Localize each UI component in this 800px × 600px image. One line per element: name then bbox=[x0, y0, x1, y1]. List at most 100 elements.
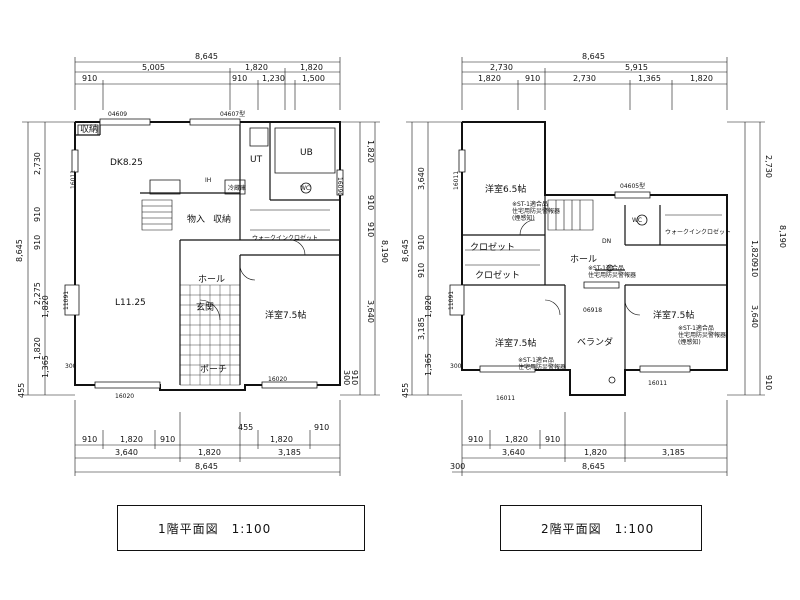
floor1-stairs bbox=[142, 200, 172, 230]
floor2-top-dim-labels: 8,645 2,730 5,915 1,820 910 2,730 1,365 … bbox=[478, 52, 713, 83]
floor1-top-dim: 1,820 bbox=[300, 63, 323, 72]
floor1-top-dim-labels: 8,645 5,005 1,820 1,820 910 910 1,230 1,… bbox=[82, 52, 325, 83]
floor2-room-label: WC bbox=[632, 217, 642, 224]
floor2-top-overall: 8,645 bbox=[582, 52, 605, 61]
floor2-mark: 300 bbox=[450, 462, 465, 471]
floor1-top-dim: 910 bbox=[232, 74, 247, 83]
floor2-left-dim: 3,640 bbox=[417, 167, 426, 190]
floor1-bottom-dim: 3,185 bbox=[278, 448, 301, 457]
floor2-right-dimensions bbox=[727, 122, 765, 395]
floor2-right-dim: 910 bbox=[750, 262, 759, 277]
floor1-left-dim: 910 bbox=[33, 207, 42, 222]
floor1-room-label: 冷蔵庫 bbox=[228, 184, 246, 192]
floor1-left-dim: 2,730 bbox=[33, 152, 42, 175]
floor2-windows bbox=[450, 150, 690, 372]
floor1-entrance-tiles bbox=[180, 285, 240, 385]
floor1-bottom-dim: 1,820 bbox=[270, 435, 293, 444]
floor2-note: 住宅用防災警報器 bbox=[512, 207, 560, 215]
floor2-note: (煙感知) bbox=[678, 338, 701, 346]
floor1-top-dimensions bbox=[75, 57, 340, 110]
floor2-note: (煙感知) bbox=[512, 214, 535, 222]
floor1-room-label: DK8.25 bbox=[110, 158, 143, 168]
floor1-room-label: ウォークインクロゼット bbox=[252, 234, 318, 242]
floor1-room-label: 収納 bbox=[80, 123, 98, 135]
floor1-bottom-dimensions bbox=[75, 400, 340, 476]
floor1-room-labels: 収納 DK8.25 UT UB IH 冷蔵庫 WC 物入 収納 ウォークインクロ… bbox=[80, 123, 318, 375]
floor1-right-dim: 910 bbox=[366, 195, 375, 210]
floor1-top-dim: 910 bbox=[82, 74, 97, 83]
floor1-top-dim: 5,005 bbox=[142, 63, 165, 72]
floor1-window-tag: 16020 bbox=[268, 376, 287, 383]
floor2-bottom-dim: 910 bbox=[468, 435, 483, 444]
floor1-bottom-dim: 3,640 bbox=[115, 448, 138, 457]
floor1-bottom-overall: 8,645 bbox=[195, 462, 218, 471]
floor2-bottom-dim: 3,640 bbox=[502, 448, 525, 457]
floor2-bottom-overall: 8,645 bbox=[582, 462, 605, 471]
floor1-windows bbox=[65, 119, 343, 388]
floor2-room-label: DN bbox=[602, 238, 611, 245]
floor2-note: 住宅用防災警報器 bbox=[518, 363, 566, 371]
floor1-right-dim-labels: 1,820 910 910 3,640 910 300 8,190 bbox=[342, 140, 389, 385]
floor1-bottom-dim: 455 bbox=[238, 423, 253, 432]
floor2-left-dim-labels: 3,640 910 910 1,820 3,185 1,365 455 8,64… bbox=[401, 167, 433, 398]
floor1-right-dim: 910 bbox=[366, 222, 375, 237]
floor1-window-tag: 16011 bbox=[70, 170, 77, 189]
floor2-bottom-dim: 3,185 bbox=[662, 448, 685, 457]
floor1-room-label: UB bbox=[300, 148, 313, 158]
floor1-fixtures bbox=[78, 125, 335, 194]
floor1-room-label: 物入 bbox=[187, 213, 205, 225]
floor2-room-label: ホール bbox=[570, 254, 597, 265]
floor1-room-label: 洋室7.5帖 bbox=[265, 309, 306, 321]
floor2-room-labels: 洋室6.5帖 クロゼット クロゼット ホール DN WC ウォークインクロゼット… bbox=[470, 183, 731, 349]
floor2-window-tag: 16011 bbox=[648, 380, 667, 387]
floor2-right-overall: 8,190 bbox=[778, 225, 787, 248]
floor1-bottom-dim: 910 bbox=[160, 435, 175, 444]
floor2-right-dim: 2,730 bbox=[764, 155, 773, 178]
floor1-room-label: ポーチ bbox=[200, 364, 227, 375]
floor1-bottom-dim: 910 bbox=[82, 435, 97, 444]
floor2-top-dim: 910 bbox=[525, 74, 540, 83]
floor2-right-dim: 1,820 bbox=[750, 240, 759, 263]
floor2-note: ※ST-1適合品 bbox=[678, 324, 714, 332]
floor1-window-tag: 16090 bbox=[336, 177, 343, 196]
floor1-left-dim-labels: 2,730 910 910 2,275 1,820 1,820 1,365 45… bbox=[15, 152, 50, 398]
floor2-title-box: 2階平面図 1:100 bbox=[500, 505, 702, 551]
floor2-bottom-dim-labels: 910 1,820 910 3,640 1,820 3,185 8,645 30… bbox=[450, 435, 685, 471]
floor1-mark: 300 bbox=[65, 363, 77, 370]
floor2-window-tag: 16011 bbox=[453, 171, 460, 190]
floor2-left-dim: 3,185 bbox=[417, 317, 426, 340]
floor2-doors bbox=[520, 220, 640, 315]
floor2-note: ※ST-1適合品 bbox=[512, 200, 548, 208]
floor2-window-tag: 16011 bbox=[496, 395, 515, 402]
floor2-closet-rails bbox=[465, 215, 722, 265]
floor2-room-label: クロゼット bbox=[475, 269, 520, 281]
floor2-plan: 8,645 2,730 5,915 1,820 910 2,730 1,365 … bbox=[401, 52, 787, 476]
floor2-left-dim: 910 bbox=[417, 263, 426, 278]
floor2-left-overall: 8,645 bbox=[401, 239, 410, 262]
floor1-right-overall: 8,190 bbox=[380, 240, 389, 263]
floor1-top-dim: 1,500 bbox=[302, 74, 325, 83]
floor1-room-label: L11.25 bbox=[115, 298, 146, 308]
floor2-left-dimensions bbox=[406, 122, 462, 395]
floor2-bottom-dim: 910 bbox=[545, 435, 560, 444]
floor2-bottom-dimensions bbox=[452, 400, 727, 476]
floor1-closet-rail bbox=[250, 210, 330, 230]
floor2-note: ※ST-1適合品 bbox=[518, 356, 554, 364]
floor2-title: 2階平面図 1:100 bbox=[541, 521, 655, 536]
floor2-room-label: ベランダ bbox=[577, 336, 613, 348]
floor2-window-tags: 16011 04605型 06918 16011 16011 11091 300 bbox=[448, 171, 667, 402]
floor2-top-dim: 1,820 bbox=[478, 74, 501, 83]
floor1-bottom-dim: 1,820 bbox=[120, 435, 143, 444]
floor2-top-dim: 1,820 bbox=[690, 74, 713, 83]
floor2-note: 住宅用防災警報器 bbox=[678, 331, 726, 339]
floor2-note: ※ST-1適合品 bbox=[588, 264, 624, 272]
floor2-top-dim: 5,915 bbox=[625, 63, 648, 72]
floor2-top-dimensions bbox=[462, 57, 727, 110]
floor1-left-dim: 910 bbox=[33, 235, 42, 250]
floor2-notes: ※ST-1適合品 住宅用防災警報器 (煙感知) ※ST-1適合品 住宅用防災警報… bbox=[512, 200, 726, 371]
floor2-note: 住宅用防災警報器 bbox=[588, 271, 636, 279]
floor1-title: 1階平面図 1:100 bbox=[158, 521, 272, 536]
floor1-left-dimensions bbox=[22, 122, 75, 395]
floor2-room-label: クロゼット bbox=[470, 241, 515, 253]
floor2-top-dim: 2,730 bbox=[573, 74, 596, 83]
